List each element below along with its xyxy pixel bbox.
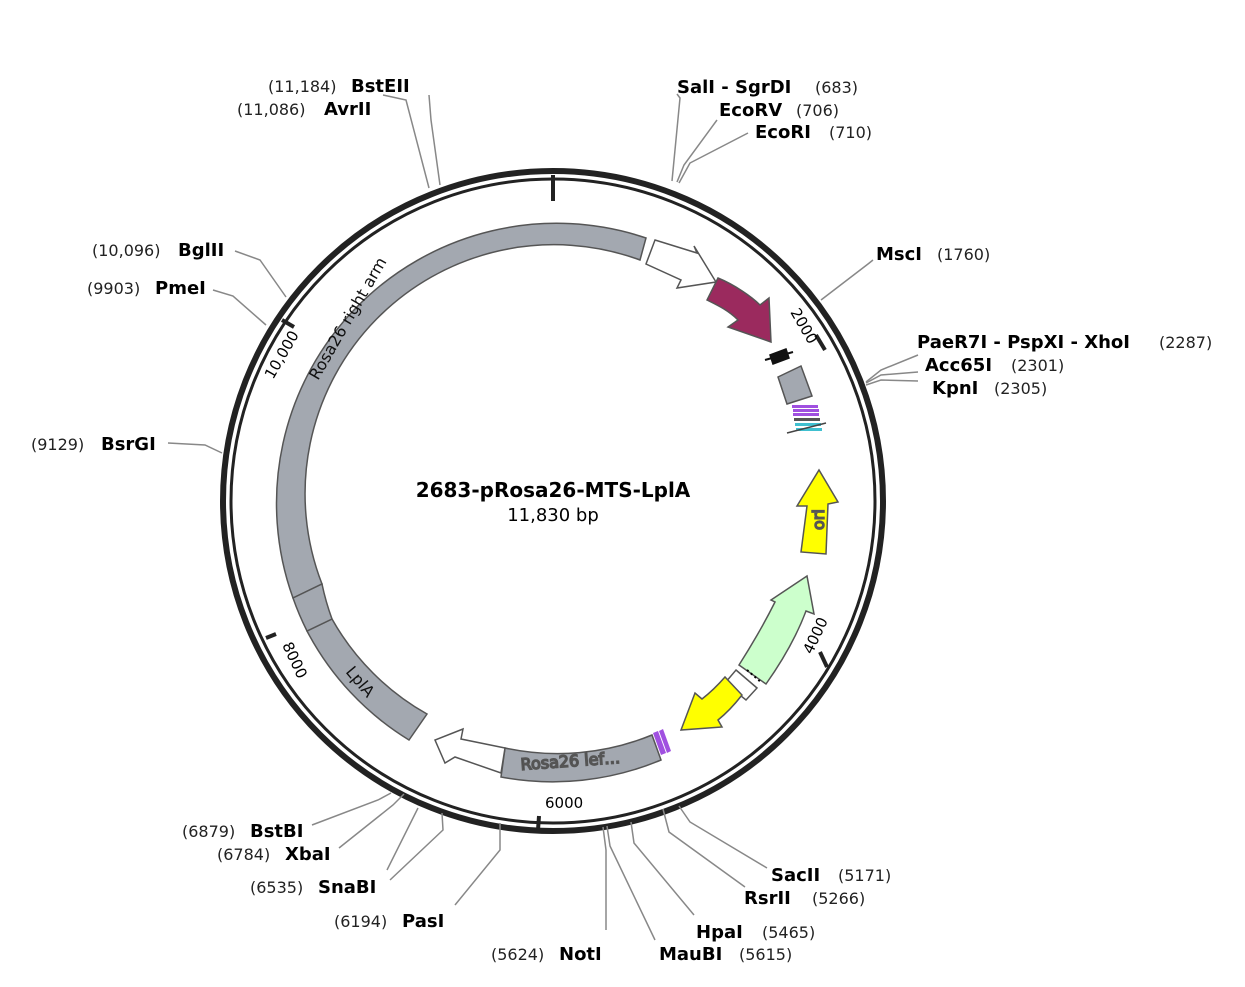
site-bstbi[interactable]: (6879) BstBI (182, 821, 303, 842)
rosa26-right-arm-feature[interactable] (275, 222, 647, 600)
ori-label: ori (809, 509, 828, 530)
purple-stripes-lower-feature[interactable] (653, 729, 671, 755)
site-name: MauBI (659, 944, 722, 965)
site-xbai[interactable]: (6784) XbaI (217, 844, 331, 865)
backbone-outer-ring (220, 168, 886, 834)
site-pasi[interactable]: (6194) PasI (334, 911, 444, 932)
tick-labels: 2000 4000 6000 8000 10,000 (261, 305, 832, 812)
lpla-feature[interactable] (305, 618, 429, 742)
site-position: (5615) (739, 945, 792, 964)
arrow-white-bottom-feature[interactable] (434, 727, 506, 775)
site-position: (11,184) (268, 77, 336, 96)
plasmid-length: 11,830 bp (507, 505, 599, 526)
site-ecorv[interactable]: EcoRV (706) (719, 100, 839, 121)
site-position: (5171) (838, 866, 891, 885)
site-paer7i-pspxi-xhoi[interactable]: PaeR7I - PspXI - XhoI (2287) (917, 332, 1212, 353)
site-name: PasI (402, 911, 444, 932)
site-hpai[interactable]: HpaI (5465) (696, 922, 815, 943)
site-position: (5465) (762, 923, 815, 942)
lightgreen-dots (746, 669, 763, 684)
tick-2000 (814, 333, 827, 352)
site-bsteii[interactable]: (11,184) BstEII (268, 76, 410, 97)
site-name: XbaI (285, 844, 331, 865)
tick-4000 (818, 651, 829, 668)
rosa26-left-arm-feature[interactable] (500, 734, 662, 783)
site-rsrii[interactable]: RsrII (5266) (744, 888, 865, 909)
site-kpni[interactable]: KpnI (2305) (932, 378, 1047, 399)
site-sacii[interactable]: SacII (5171) (771, 865, 891, 886)
site-position: (2301) (1011, 356, 1064, 375)
small-black-line (764, 351, 794, 361)
site-name: EcoRI (755, 122, 811, 143)
site-name: BsrGI (101, 434, 156, 455)
site-name: SalI - SgrDI (677, 77, 791, 98)
site-maubi[interactable]: MauBI (5615) (659, 944, 792, 965)
site-name: PaeR7I - PspXI - XhoI (917, 332, 1130, 353)
small-gray-block-feature[interactable] (777, 364, 813, 405)
tick-6000 (536, 815, 541, 831)
site-leader-lines (167, 93, 919, 941)
site-sali-sgrdi[interactable]: SalI - SgrDI (683) (677, 77, 858, 98)
site-name: HpaI (696, 922, 743, 943)
arrow-white-top-feature[interactable] (645, 239, 718, 289)
site-name: EcoRV (719, 100, 782, 121)
site-position: (11,086) (237, 100, 305, 119)
site-position: (9903) (87, 279, 140, 298)
site-position: (683) (815, 78, 858, 97)
site-msci[interactable]: MscI (1760) (876, 244, 990, 265)
site-position: (2305) (994, 379, 1047, 398)
site-position: (710) (829, 123, 872, 142)
arrow-lightgreen-feature[interactable] (737, 574, 815, 686)
site-name: AvrII (324, 99, 371, 120)
arrow-maroon-feature[interactable] (705, 277, 772, 344)
site-name: BglII (178, 240, 224, 261)
plasmid-name: 2683-pRosa26-MTS-LplA (416, 478, 691, 502)
site-position: (9129) (31, 435, 84, 454)
site-position: (6784) (217, 845, 270, 864)
restriction-sites: (11,184) BstEII (11,086) AvrII SalI - Sg… (31, 76, 1212, 965)
site-ecori[interactable]: EcoRI (710) (755, 122, 872, 143)
site-position: (706) (796, 101, 839, 120)
site-name: SacII (771, 865, 820, 886)
tick-label-6000: 6000 (545, 794, 583, 812)
site-name: BstBI (250, 821, 303, 842)
tick-8000 (265, 632, 277, 640)
site-name: Acc65I (925, 355, 992, 376)
site-bglii[interactable]: (10,096) BglII (92, 240, 224, 261)
tick-label-4000: 4000 (799, 614, 831, 656)
site-position: (6535) (250, 878, 303, 897)
site-name: SnaBI (318, 877, 376, 898)
site-name: BstEII (351, 76, 410, 97)
site-snabi[interactable]: (6535) SnaBI (250, 877, 376, 898)
site-position: (6879) (182, 822, 235, 841)
site-name: RsrII (744, 888, 791, 909)
site-name: MscI (876, 244, 922, 265)
site-position: (5266) (812, 889, 865, 908)
tick-10000 (280, 318, 296, 329)
features: ori Rosa26 lef… (275, 222, 840, 783)
site-name: PmeI (155, 278, 206, 299)
site-position: (6194) (334, 912, 387, 931)
ori-feature[interactable] (795, 468, 840, 555)
site-acc65i[interactable]: Acc65I (2301) (925, 355, 1064, 376)
site-position: (10,096) (92, 241, 160, 260)
site-position: (5624) (491, 945, 544, 964)
small-white-feature[interactable] (723, 668, 759, 702)
site-name: NotI (559, 944, 602, 965)
site-pmei[interactable]: (9903) PmeI (87, 278, 206, 299)
site-bsrgi[interactable]: (9129) BsrGI (31, 434, 156, 455)
tick-marks (265, 175, 829, 831)
tick-label-2000: 2000 (787, 305, 822, 347)
site-avrii[interactable]: (11,086) AvrII (237, 99, 371, 120)
gray-small-left-feature[interactable] (292, 582, 333, 632)
site-position: (2287) (1159, 333, 1212, 352)
site-name: KpnI (932, 378, 978, 399)
arrow-yellow-lower-feature[interactable] (679, 675, 743, 731)
site-position: (1760) (937, 245, 990, 264)
small-stripes-feature[interactable] (786, 405, 827, 434)
site-noti[interactable]: (5624) NotI (491, 944, 602, 965)
